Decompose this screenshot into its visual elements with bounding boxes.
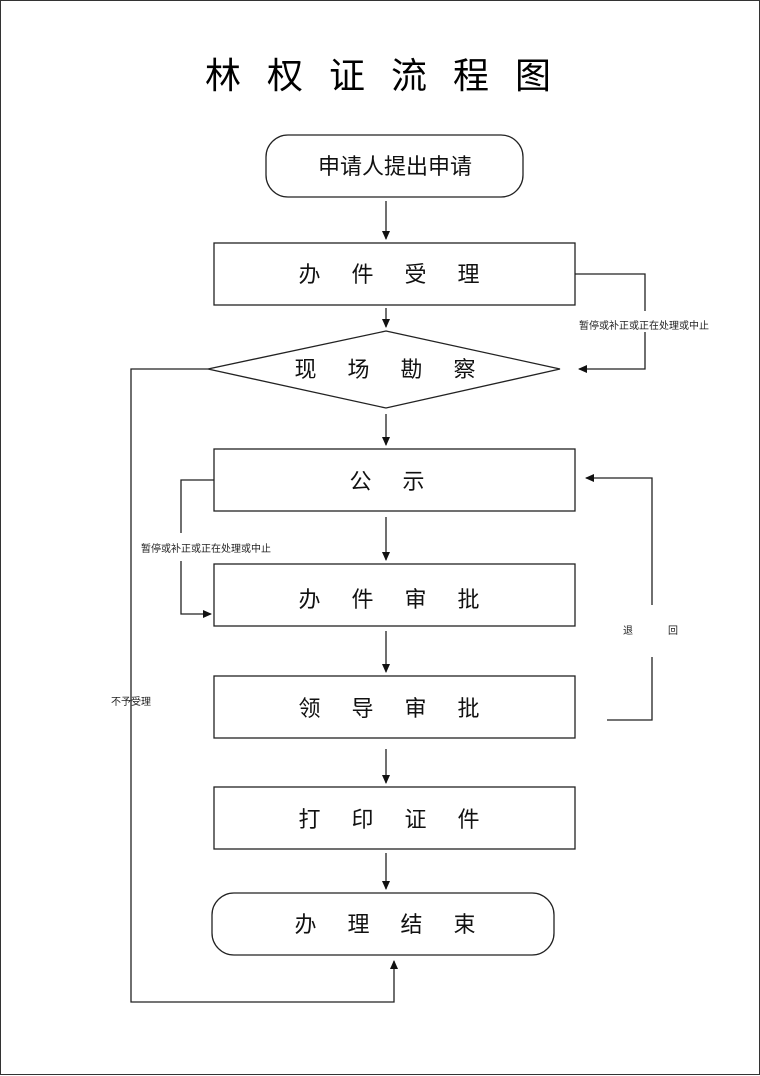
node-publicize: 公 示 xyxy=(213,448,576,512)
node-accept: 办 件 受 理 xyxy=(213,242,576,306)
reject-note: 不予受理 xyxy=(111,696,151,708)
page-title: 林权证流程图 xyxy=(205,56,577,97)
start-terminal-shape xyxy=(265,134,524,198)
node-review: 办 件 审 批 xyxy=(213,563,576,627)
node-start: 申请人提出申请 xyxy=(265,134,524,198)
connector-publicize-pause-top xyxy=(180,479,214,533)
connector-return-top xyxy=(585,474,653,605)
review-label: 办 件 审 批 xyxy=(299,588,492,613)
publicize-label: 公 示 xyxy=(350,470,437,495)
node-print: 打 印 证 件 xyxy=(213,786,576,850)
review-process-box xyxy=(213,563,576,627)
return-note-left: 退 xyxy=(623,625,633,637)
print-process-box xyxy=(213,786,576,850)
node-survey: 现 场 勘 察 xyxy=(207,330,561,409)
accept-label: 办 件 受 理 xyxy=(299,263,492,288)
end-terminal-shape xyxy=(211,892,555,956)
survey-decision-diamond xyxy=(207,330,561,409)
node-leader: 领 导 审 批 xyxy=(213,675,576,739)
connector-accept-pause-top xyxy=(575,273,646,311)
connector-return-bottom xyxy=(607,657,653,721)
return-note-right: 回 xyxy=(668,625,678,637)
connector-reject xyxy=(130,368,398,1003)
leader-process-box xyxy=(213,675,576,739)
pause-note-left: 暂停或补正或正在处理或中止 xyxy=(141,542,271,555)
start-label: 申请人提出申请 xyxy=(318,155,472,180)
accept-process-box xyxy=(213,242,576,306)
end-label: 办 理 结 束 xyxy=(295,913,488,938)
survey-label: 现 场 勘 察 xyxy=(295,358,488,383)
node-end: 办 理 结 束 xyxy=(211,892,555,956)
pause-note-right: 暂停或补正或正在处理或中止 xyxy=(579,319,709,332)
connector-accept-pause-bottom xyxy=(578,332,646,373)
leader-label: 领 导 审 批 xyxy=(299,697,492,722)
connector-publicize-pause-bottom xyxy=(180,561,212,618)
print-label: 打 印 证 件 xyxy=(299,808,492,833)
